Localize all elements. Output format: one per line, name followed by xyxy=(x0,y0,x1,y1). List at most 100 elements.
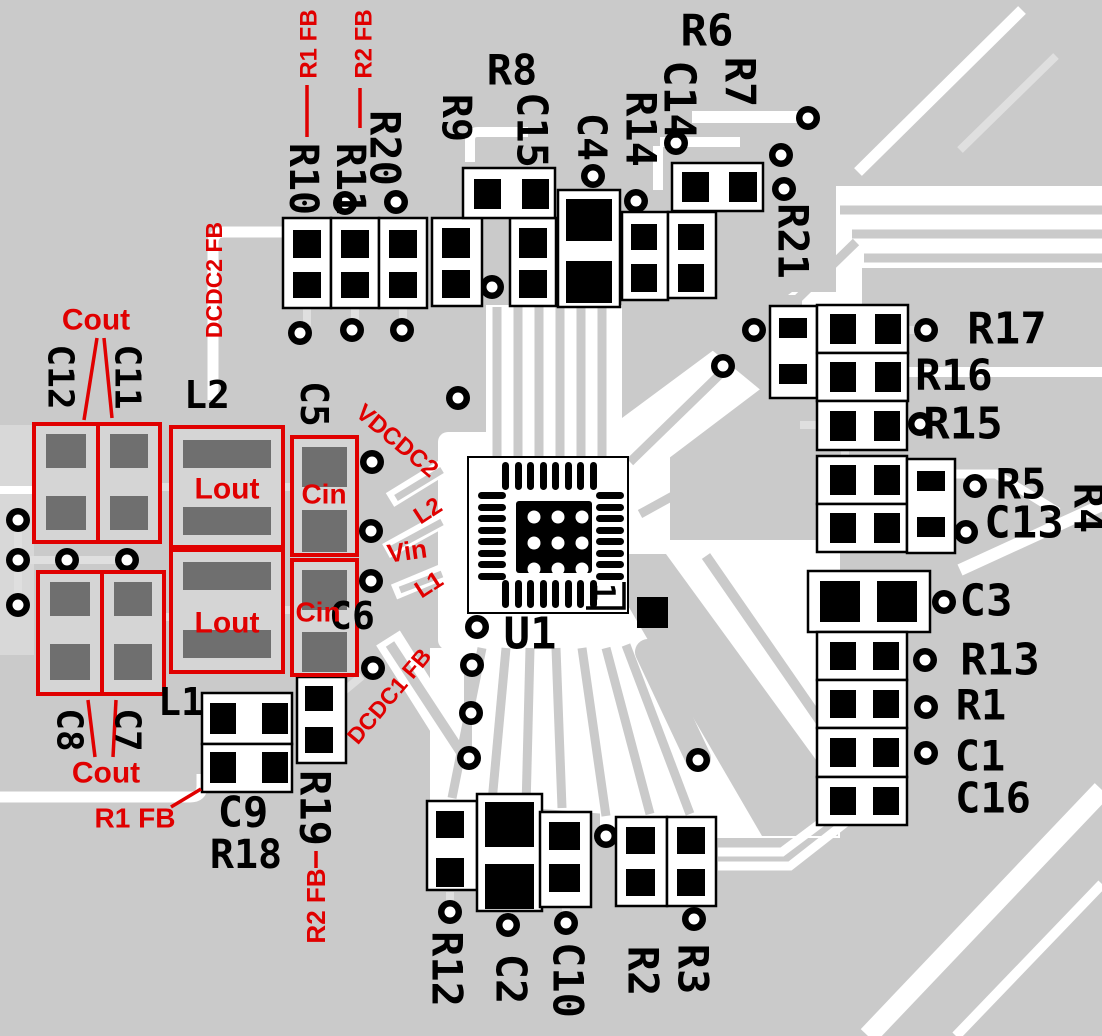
footprint-c15 xyxy=(508,216,558,308)
label-r8: R8 xyxy=(487,46,538,95)
footprint-c14 xyxy=(666,210,718,300)
label-r10: R10 xyxy=(280,143,326,215)
highlight-c8 xyxy=(36,570,104,696)
label-c16: C16 xyxy=(955,774,1031,823)
label-l1: L1 xyxy=(158,680,204,724)
annotation-cin-top: Cin xyxy=(301,479,346,510)
footprint-r21 xyxy=(768,304,819,400)
label-c13: C13 xyxy=(984,498,1063,549)
label-c5: C5 xyxy=(292,381,336,427)
footprint-r20 xyxy=(377,216,429,310)
footprint-c4 xyxy=(556,188,622,309)
label-r15: R15 xyxy=(923,399,1002,450)
annotation-lout-top: Lout xyxy=(195,473,260,506)
footprint-r14 xyxy=(620,210,670,302)
label-r20: R20 xyxy=(361,110,410,186)
annotation-r2fb-bottom: R2 FB xyxy=(301,868,331,943)
annotation-r2fb-top: R2 FB xyxy=(351,9,378,78)
annotation-r1fb-bottom: R1 FB xyxy=(95,803,176,834)
label-r17: R17 xyxy=(967,304,1046,355)
label-r1: R1 xyxy=(956,681,1007,730)
label-c14: C14 xyxy=(654,60,705,139)
silkscreen-labels: R10 R11 R20 R9 R8 C15 C4 R14 R6 C14 R7 R… xyxy=(40,6,1102,1018)
annotation-cin-bottom: Cin xyxy=(295,597,340,628)
footprint-c10 xyxy=(538,810,593,909)
footprint-r4 xyxy=(905,457,957,555)
label-r14: R14 xyxy=(617,91,666,167)
footprint-r16 xyxy=(815,351,910,403)
label-r3: R3 xyxy=(669,944,718,995)
label-r21: R21 xyxy=(769,203,818,279)
annotation-dcdc2-fb: DCDC2 FB xyxy=(201,222,227,338)
label-c10: C10 xyxy=(544,942,593,1018)
label-r6: R6 xyxy=(681,6,734,57)
highlight-c12 xyxy=(32,422,100,544)
footprint-r15 xyxy=(815,399,909,452)
label-r11: R11 xyxy=(327,143,373,215)
footprint-c3 xyxy=(806,569,932,634)
traces-on-pour xyxy=(385,205,1102,817)
annotation-r1fb-top: R1 FB xyxy=(296,9,323,78)
label-c2: C2 xyxy=(487,954,536,1005)
label-c12: C12 xyxy=(40,344,81,409)
footprint-r9 xyxy=(430,216,484,308)
ic-u1-footprint: 1 xyxy=(467,456,629,614)
label-c4: C4 xyxy=(568,113,614,161)
label-c8: C8 xyxy=(49,708,90,751)
label-c6: C6 xyxy=(329,594,375,638)
highlighted-components xyxy=(32,422,359,696)
label-r19: R19 xyxy=(291,770,340,846)
label-c7: C7 xyxy=(107,708,148,751)
highlight-lout-top xyxy=(169,425,285,549)
label-u1: U1 xyxy=(504,609,557,660)
label-r16: R16 xyxy=(915,351,993,401)
footprint-r11 xyxy=(329,216,381,310)
footprint-r8 xyxy=(461,166,557,220)
annotation-lout-bottom: Lout xyxy=(195,607,260,640)
pin1-corner-mark xyxy=(586,582,626,610)
footprint-r10 xyxy=(281,216,333,310)
label-c3: C3 xyxy=(960,576,1013,627)
highlight-cin-top xyxy=(290,435,359,557)
pin1-label: 1 xyxy=(586,583,621,601)
label-r7: R7 xyxy=(716,57,765,108)
highlight-c7 xyxy=(100,570,166,696)
label-r2: R2 xyxy=(619,946,668,997)
thermal-pad-square xyxy=(637,597,668,628)
label-r5: R5 xyxy=(996,460,1047,509)
label-l2: L2 xyxy=(184,373,230,417)
footprint-r3 xyxy=(665,815,718,908)
label-c9: C9 xyxy=(218,788,269,837)
component-footprints xyxy=(200,161,957,913)
label-r13: R13 xyxy=(960,635,1039,686)
footprint-r19 xyxy=(295,675,348,765)
label-c11: C11 xyxy=(107,344,148,409)
label-c15: C15 xyxy=(508,92,557,168)
annotation-vin: Vin xyxy=(385,533,429,568)
label-c1: C1 xyxy=(955,732,1006,781)
footprint-r13 xyxy=(815,630,909,682)
footprint-r2 xyxy=(614,815,669,908)
footprint-c1 xyxy=(815,726,909,779)
footprint-c9 xyxy=(200,691,294,746)
footprint-c13 xyxy=(815,502,909,554)
label-r18: R18 xyxy=(210,832,282,878)
footprint-c2 xyxy=(475,792,544,913)
label-r4: R4 xyxy=(1065,483,1102,534)
footprint-c16 xyxy=(815,775,909,827)
footprint-r17 xyxy=(815,303,910,355)
footprint-r5 xyxy=(815,454,909,506)
footprint-r18 xyxy=(200,742,294,794)
footprint-r6-r7 xyxy=(670,161,765,213)
label-r12: R12 xyxy=(423,931,472,1007)
highlight-lout-bottom xyxy=(169,548,285,674)
footprint-r1 xyxy=(815,678,909,730)
label-r9: R9 xyxy=(433,94,479,142)
annotation-cout-top: Cout xyxy=(62,304,130,337)
annotation-leader-lines xyxy=(82,85,362,868)
highlight-cin-bottom xyxy=(290,558,359,677)
annotation-cout-bottom: Cout xyxy=(72,757,140,790)
footprint-r12 xyxy=(425,799,479,892)
